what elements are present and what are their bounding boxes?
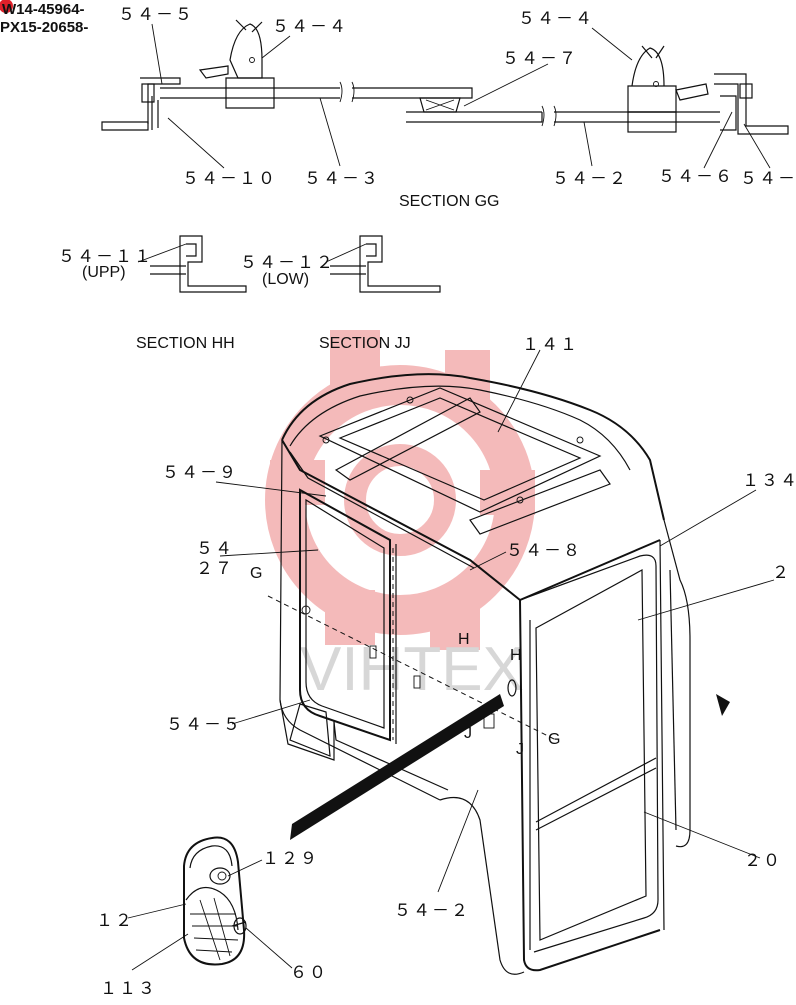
section-gg-drawing (101, 19, 789, 135)
label-12: １２ (96, 911, 134, 931)
label-54-6: ５４－６ (658, 167, 734, 187)
view-mark-j-left: J (464, 725, 472, 742)
label-60: ６０ (290, 963, 328, 983)
view-mark-j-right: J (516, 741, 524, 758)
header-code-1: W14-45964- (2, 1, 85, 18)
section-hh-drawing (137, 235, 247, 293)
marker-dot (0, 0, 13, 13)
label-54-2-bottom: ５４－２ (394, 901, 470, 921)
view-mark-g-right: G (548, 731, 560, 748)
section-gg-title: SECTION GG (399, 193, 499, 210)
section-hh-title: SECTION HH (136, 335, 235, 352)
header-code-2: PX15-20658- (0, 19, 88, 36)
label-54-4-left: ５４－４ (272, 17, 348, 37)
label-54: ５４ (196, 539, 234, 559)
label-129: １２９ (262, 849, 319, 869)
label-54-partial: ５４－ (740, 169, 796, 189)
direction-arrow-icon (716, 694, 730, 716)
cab-drawing (267, 373, 730, 975)
label-27: ２７ (196, 559, 234, 579)
label-54-12: ５４－１２ (240, 253, 335, 273)
mirror-drawing (183, 836, 247, 966)
label-2: ２ (772, 563, 791, 583)
label-54-8: ５４－８ (506, 541, 582, 561)
label-20: ２０ (744, 851, 782, 871)
note-upp: (UPP) (82, 264, 126, 281)
section-jj-drawing (325, 235, 441, 293)
label-141: １４１ (522, 335, 579, 355)
label-54-5-bottom: ５４－５ (166, 715, 242, 735)
label-54-4-right: ５４－４ (518, 9, 594, 29)
label-54-11: ５４－１１ (58, 247, 153, 267)
label-54-3: ５４－３ (304, 169, 380, 189)
label-54-5-top: ５４－５ (118, 5, 194, 25)
view-mark-h-left: H (458, 631, 470, 648)
section-jj-title: SECTION JJ (319, 335, 411, 352)
label-54-9: ５４－９ (162, 463, 238, 483)
label-54-7: ５４－７ (502, 49, 578, 69)
watermark-logo (265, 330, 535, 650)
label-54-2-top: ５４－２ (552, 169, 628, 189)
label-54-10: ５４－１０ (182, 169, 277, 189)
watermark-text: VIHTEX (300, 635, 524, 704)
view-mark-h-right: H (510, 647, 522, 664)
label-134: １３４ (742, 471, 796, 491)
note-low: (LOW) (262, 271, 309, 288)
label-113: １１３ (100, 979, 157, 999)
view-mark-g-left: G (250, 565, 262, 582)
